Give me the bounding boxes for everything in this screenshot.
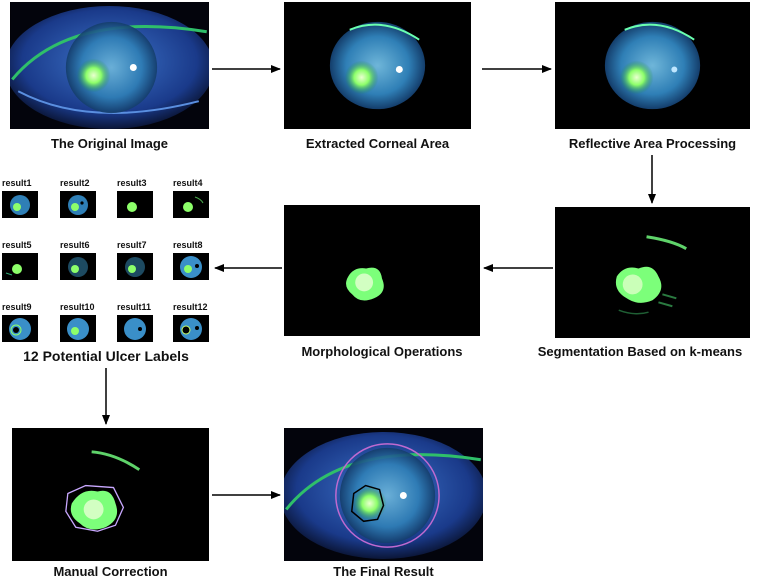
thumbnail-label: result3: [117, 178, 147, 188]
thumbnail-label: result6: [60, 240, 90, 250]
segmentation-panel: [555, 207, 750, 338]
thumbnail-image: [117, 315, 153, 342]
reflective-processing-caption: Reflective Area Processing: [568, 136, 737, 151]
reflective-processing-image: [555, 2, 750, 129]
manual-correction-panel: [12, 428, 209, 561]
thumbnail-label: result9: [2, 302, 32, 312]
morphological-image: [284, 205, 480, 336]
extracted-cornea-panel: [284, 2, 471, 129]
thumbnail-label: result8: [173, 240, 203, 250]
thumbnail-image: [173, 253, 209, 280]
final-result-panel: [284, 428, 483, 561]
ulcer-labels-caption: 12 Potential Ulcer Labels: [23, 348, 189, 364]
reflective-processing-panel: [555, 2, 750, 129]
extracted-cornea-image: [284, 2, 471, 129]
thumbnail-label: result2: [60, 178, 90, 188]
final-result-caption: The Final Result: [333, 564, 434, 579]
thumbnail-image: [60, 253, 96, 280]
original-eye-image: [10, 2, 209, 129]
morphological-caption: Morphological Operations: [301, 344, 463, 359]
thumbnail-label: result11: [117, 302, 152, 312]
thumbnail-image: [2, 315, 38, 342]
segmentation-caption: Segmentation Based on k-means: [537, 344, 743, 359]
thumbnail-image: [117, 253, 153, 280]
thumbnail-label: result10: [60, 302, 95, 312]
thumbnail-image: [2, 253, 38, 280]
manual-correction-caption: Manual Correction: [53, 564, 168, 579]
thumbnail-label: result7: [117, 240, 147, 250]
thumbnail-image: [2, 191, 38, 218]
segmentation-image: [555, 207, 750, 338]
thumbnail-image: [173, 315, 209, 342]
thumbnail-image: [173, 191, 209, 218]
thumbnail-image: [60, 315, 96, 342]
thumbnail-image: [60, 191, 96, 218]
manual-correction-image: [12, 428, 209, 561]
thumbnail-image: [117, 191, 153, 218]
original-image-caption: The Original Image: [50, 136, 169, 151]
final-result-image: [284, 428, 483, 561]
thumbnail-label: result1: [2, 178, 32, 188]
thumbnail-label: result4: [173, 178, 203, 188]
thumbnail-label: result12: [173, 302, 208, 312]
thumbnail-label: result5: [2, 240, 32, 250]
original-image-panel: [10, 2, 209, 129]
morphological-panel: [284, 205, 480, 336]
extracted-cornea-caption: Extracted Corneal Area: [305, 136, 450, 151]
